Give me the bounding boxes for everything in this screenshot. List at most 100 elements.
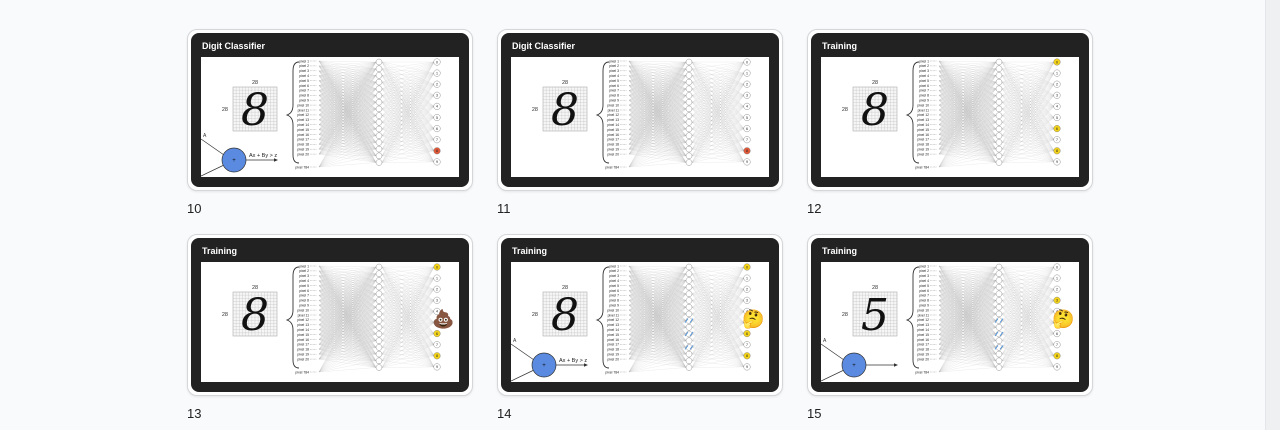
connection-line — [691, 61, 745, 136]
connection-line — [691, 61, 745, 130]
pixel-label: pixel 10 — [917, 308, 929, 312]
connection-lines — [938, 265, 1055, 373]
hidden-neuron — [685, 125, 693, 133]
connection-line — [691, 73, 745, 136]
connection-line — [318, 285, 377, 314]
connection-line — [628, 273, 687, 301]
connection-line — [691, 102, 745, 151]
output-neuron — [433, 147, 441, 155]
connection-line — [628, 333, 687, 345]
connection-line — [1001, 289, 1055, 294]
connection-line — [318, 313, 377, 325]
connection-line — [938, 293, 997, 301]
connection-line — [318, 327, 377, 335]
connection-line — [318, 307, 377, 345]
connection-line — [628, 122, 687, 140]
connection-line — [938, 333, 997, 335]
connection-line — [1001, 61, 1055, 123]
connection-line — [318, 75, 377, 83]
pixel-label: pixel 1 — [609, 264, 619, 268]
perceptron-arrowhead — [584, 363, 588, 367]
connection-line — [381, 155, 435, 162]
connection-line — [1001, 68, 1055, 162]
connection-line — [628, 280, 687, 345]
connection-line — [691, 311, 745, 355]
connection-line — [381, 68, 435, 85]
connection-line — [938, 142, 997, 145]
connection-line — [628, 354, 687, 373]
connection-line — [938, 70, 997, 76]
connection-line — [628, 70, 687, 130]
connection-line — [938, 135, 997, 150]
connection-line — [938, 68, 997, 111]
connection-line — [1001, 273, 1055, 367]
connection-line — [628, 88, 687, 91]
slide-title: Digit Classifier — [512, 41, 576, 51]
connection-line — [318, 280, 377, 325]
connection-line — [1001, 273, 1055, 290]
output-neuron — [433, 125, 441, 133]
hidden-neuron — [995, 145, 1003, 153]
connection-line — [1001, 289, 1055, 348]
connection-line — [318, 280, 377, 286]
connection-line — [628, 68, 687, 125]
output-label: 7 — [746, 343, 748, 347]
connection-line — [628, 275, 687, 368]
arrow-line — [684, 345, 689, 350]
hidden-neuron — [995, 152, 1003, 160]
connection-line — [938, 95, 997, 135]
connection-line — [628, 108, 687, 125]
connection-line — [318, 360, 377, 373]
connection-line — [628, 128, 687, 155]
connection-line — [938, 354, 997, 368]
connection-line — [628, 61, 687, 130]
connection-line — [691, 106, 745, 109]
connection-line — [628, 102, 687, 150]
connection-line — [938, 280, 997, 335]
pixel-label: pixel 5 — [609, 79, 619, 83]
connection-line — [1001, 289, 1055, 355]
connection-line — [628, 105, 687, 130]
pixel-label: pixel 2 — [609, 64, 619, 68]
connection-line — [938, 61, 997, 76]
output-neuron — [1053, 263, 1061, 271]
connection-line — [691, 266, 745, 355]
connection-line — [318, 85, 377, 96]
connection-line — [938, 313, 997, 345]
connection-line — [691, 278, 745, 341]
connection-line — [628, 102, 687, 106]
connection-line — [691, 82, 745, 96]
connection-line — [938, 108, 997, 130]
connection-line — [318, 109, 377, 123]
connection-line — [938, 295, 997, 321]
connection-line — [1001, 102, 1055, 151]
connection-line — [628, 265, 687, 301]
connection-line — [381, 360, 435, 367]
scrollbar-track[interactable] — [1265, 0, 1280, 430]
connection-line — [628, 68, 687, 115]
connection-line — [381, 347, 435, 367]
pixel-label: pixel 1 — [919, 264, 929, 268]
connection-line — [691, 161, 745, 163]
connection-line — [938, 285, 997, 335]
pixel-label: pixel 13 — [917, 118, 929, 122]
pixel-label: pixel 11 — [298, 108, 310, 112]
connection-line — [318, 65, 377, 69]
connection-line — [381, 73, 435, 136]
connection-line — [628, 85, 687, 123]
connection-line — [938, 320, 997, 325]
connection-line — [938, 266, 997, 355]
digit-image: 8 — [232, 290, 278, 341]
connection-line — [938, 300, 997, 330]
connection-line — [938, 102, 997, 135]
connection-line — [691, 266, 745, 368]
connection-line — [691, 84, 745, 143]
